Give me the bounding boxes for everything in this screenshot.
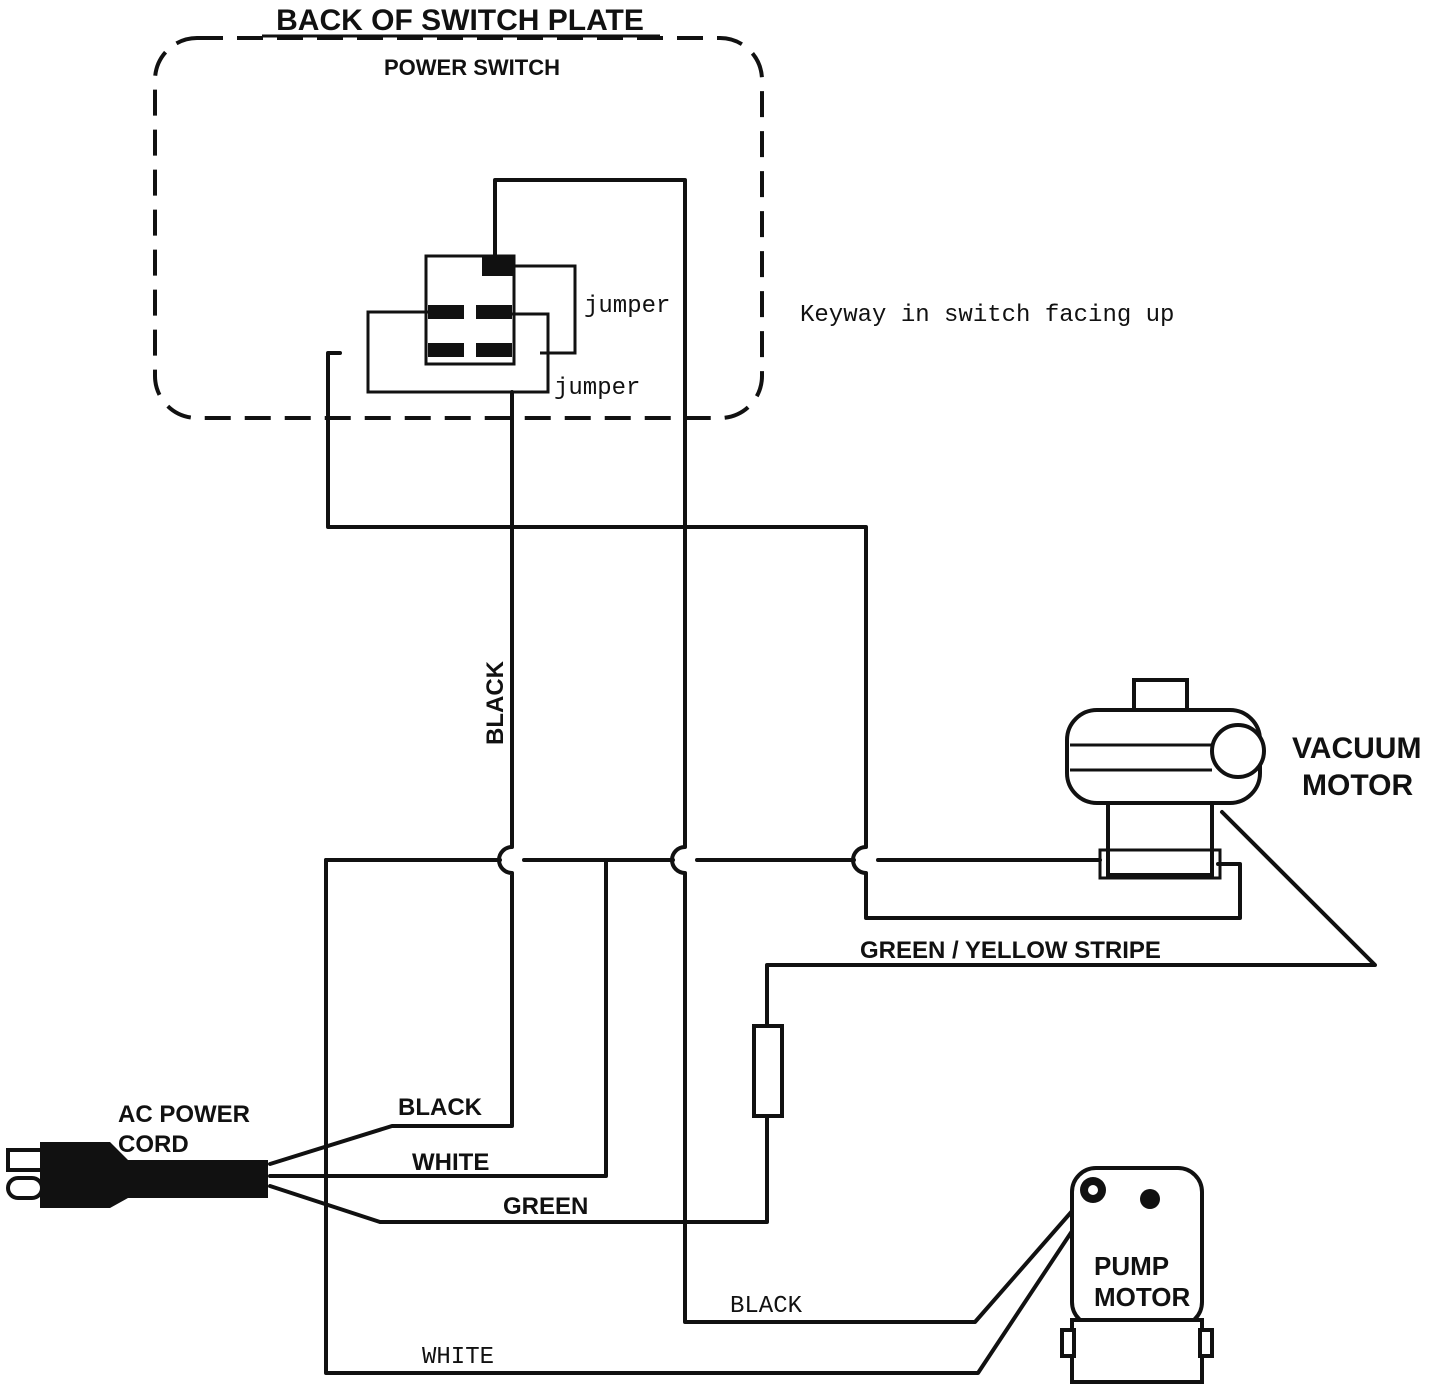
- jumper-top-label: jumper: [584, 293, 670, 320]
- switch-plate-boundary: [153, 36, 764, 420]
- ac-power-cord-plug: [6, 1142, 268, 1208]
- cord-black-label: BLACK: [398, 1094, 483, 1121]
- black-vertical-label: BLACK: [482, 660, 509, 745]
- vacuum-motor: [1065, 678, 1266, 880]
- vacuum-motor-label-2: MOTOR: [1302, 769, 1413, 802]
- wire-common-to-pump-white: [324, 858, 1088, 1375]
- switch-terminal: [428, 305, 464, 319]
- cord-green-label: GREEN: [503, 1193, 588, 1220]
- pump-motor: [1060, 1166, 1214, 1384]
- pump-black-label: BLACK: [730, 1293, 803, 1320]
- wire-common-to-cord-white: [268, 858, 608, 1178]
- jumper-top-wire: [514, 264, 577, 355]
- ground-label: GREEN / YELLOW STRIPE: [860, 937, 1161, 964]
- vacuum-motor-label-1: VACUUM: [1292, 732, 1421, 765]
- pump-motor-label-1: PUMP: [1094, 1251, 1169, 1281]
- switch-terminal: [476, 305, 512, 319]
- wire-ground-upper: [765, 810, 1377, 1028]
- cord-white-label: WHITE: [412, 1149, 489, 1176]
- switch-terminal: [428, 343, 464, 357]
- switch-terminal: [476, 343, 512, 357]
- wire-switch-to-pump-black: [493, 178, 1082, 1324]
- wire-switch-to-cord-black: [268, 390, 514, 1166]
- ac-power-cord-label-1: AC POWER: [118, 1101, 250, 1128]
- diagram-title: BACK OF SWITCH PLATE: [276, 4, 644, 37]
- wire-ground: [268, 1116, 769, 1224]
- power-switch-label: POWER SWITCH: [384, 55, 560, 80]
- switch-terminal: [482, 256, 514, 276]
- pump-white-label: WHITE: [422, 1344, 494, 1371]
- ground-connector: [752, 1024, 784, 1118]
- wire-switch-to-vacuum: [326, 351, 1242, 920]
- keyway-note: Keyway in switch facing up: [800, 302, 1174, 329]
- ac-power-cord-label-2: CORD: [118, 1131, 189, 1158]
- jumper-bottom-label: jumper: [554, 375, 640, 402]
- power-switch: [424, 254, 516, 366]
- pump-motor-label-2: MOTOR: [1094, 1282, 1191, 1312]
- jumper-bottom-wire: [366, 310, 550, 394]
